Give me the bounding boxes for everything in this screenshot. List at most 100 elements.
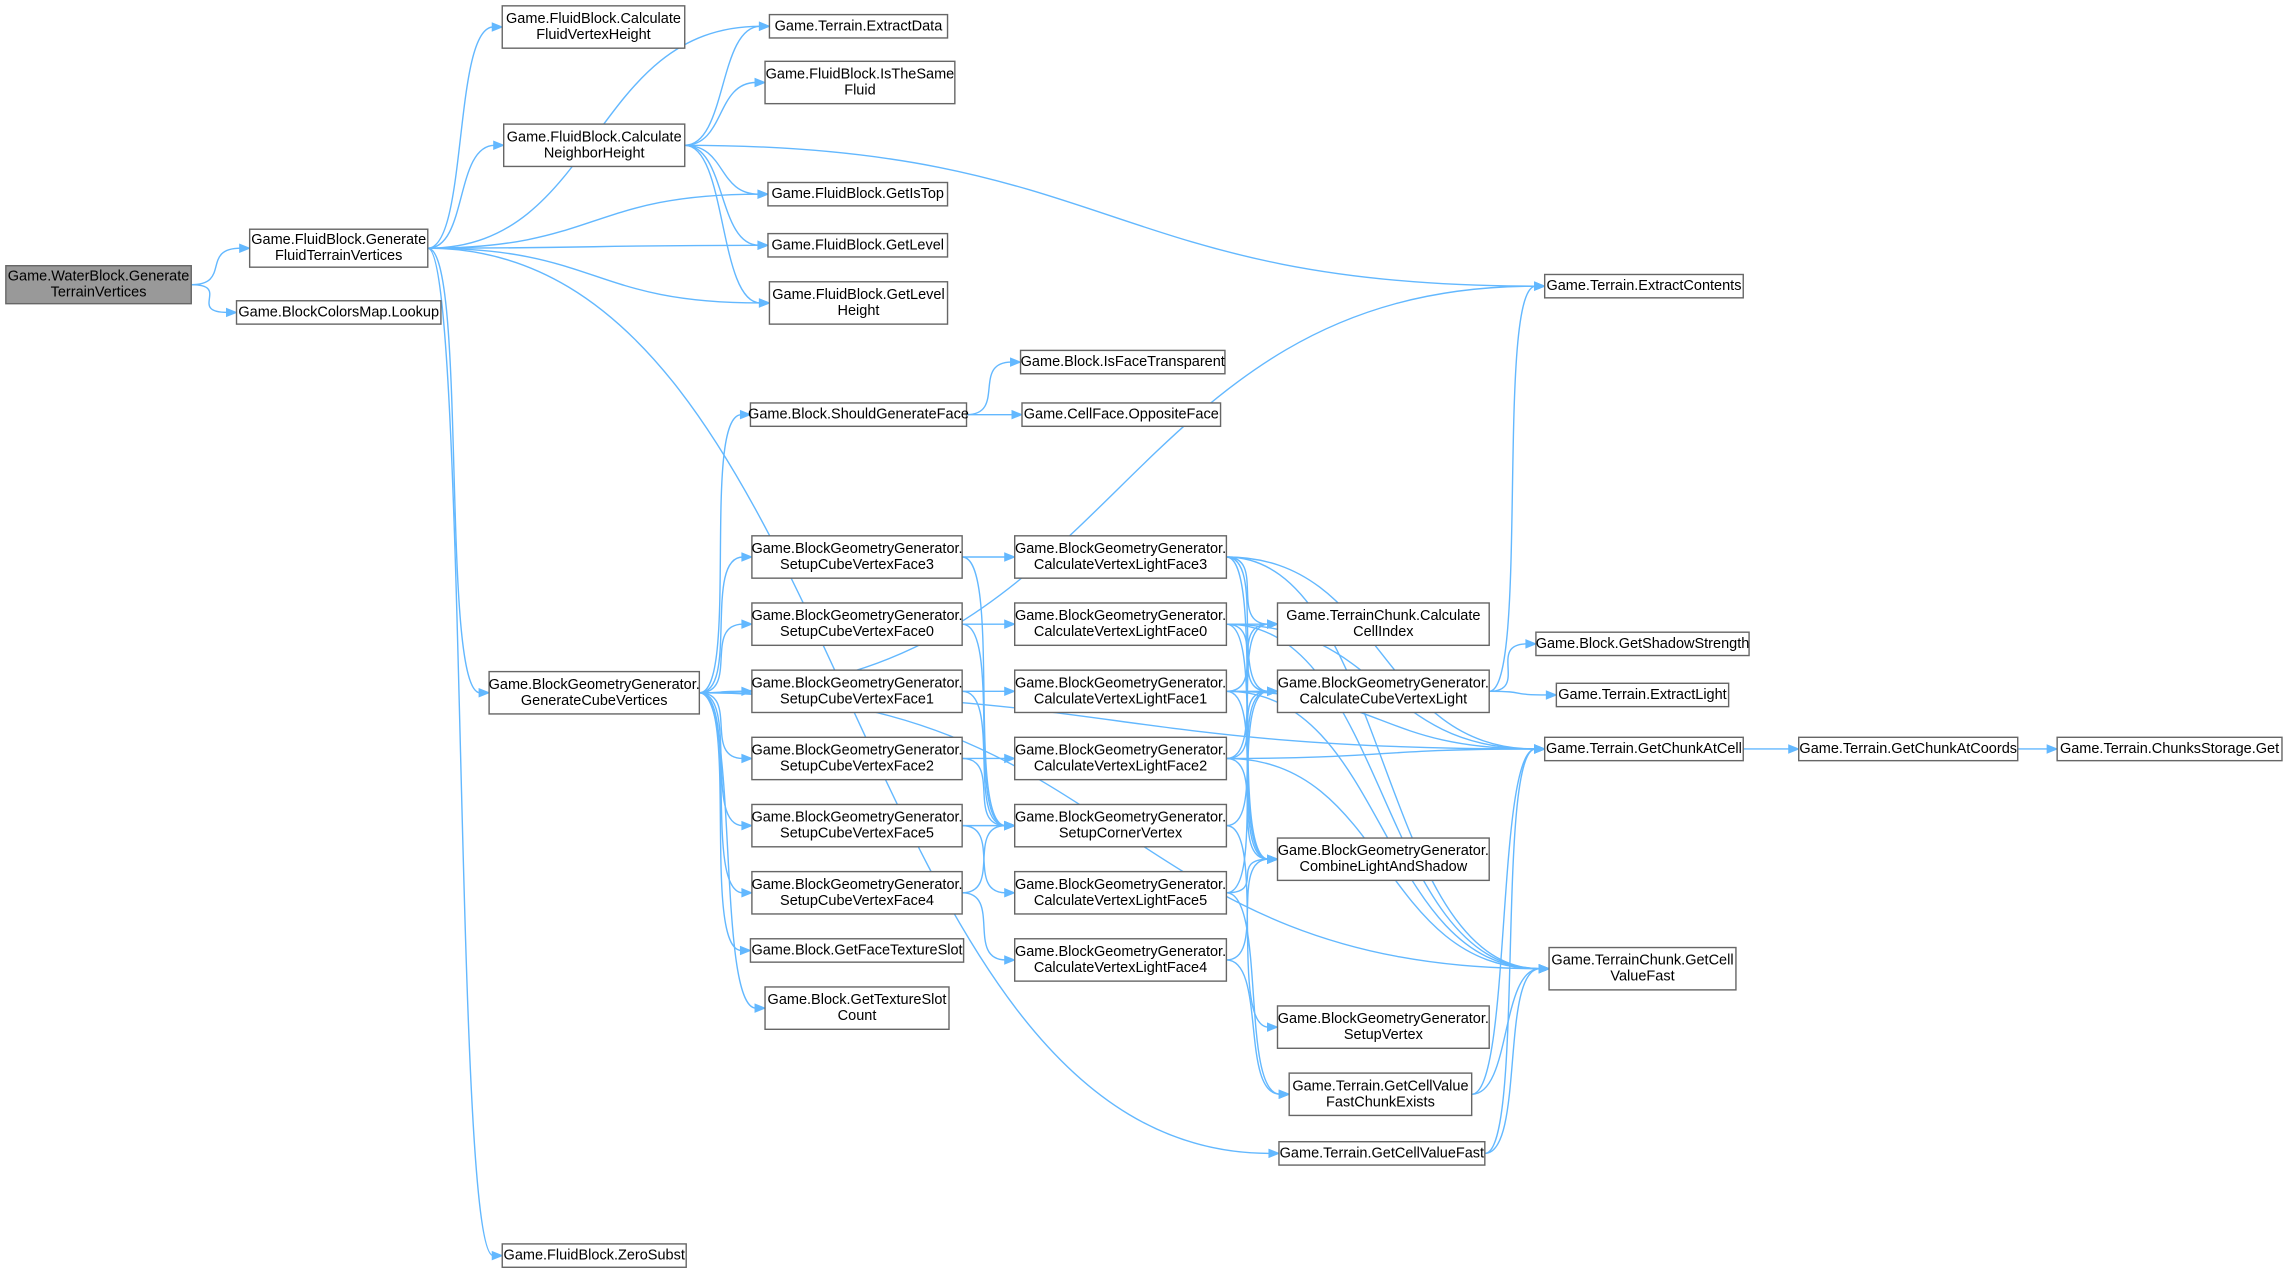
node-game-blockgeometrygenerator-setupcubevertexface3[interactable]: Game.BlockGeometryGenerator.SetupCubeVer…: [751, 535, 963, 579]
edge-n23-n33: [1226, 556, 1279, 864]
node-game-terrainchunk-getcellvaluefast[interactable]: Game.TerrainChunk.GetCellValueFast: [1548, 946, 1737, 991]
node-game-blockgeometrygenerator-setupcornervertex[interactable]: Game.BlockGeometryGenerator.SetupCornerV…: [1014, 803, 1228, 848]
node-game-blockgeometrygenerator-setupcubevertexface0[interactable]: Game.BlockGeometryGenerator.SetupCubeVer…: [751, 602, 963, 647]
node-game-blockgeometrygenerator-generatecubevertices[interactable]: Game.BlockGeometryGenerator.GenerateCube…: [488, 670, 701, 715]
node-game-blockgeometrygenerator-calculatevertexlightface2[interactable]: Game.BlockGeometryGenerator.CalculateVer…: [1014, 736, 1228, 781]
node-label-line: Game.Terrain.GetCellValueFast: [1280, 1145, 1484, 1161]
node-label-line: Game.Block.GetTextureSlot: [768, 992, 947, 1008]
node-game-blockgeometrygenerator-calculatevertexlightface4[interactable]: Game.BlockGeometryGenerator.CalculateVer…: [1014, 938, 1228, 982]
node-label-line: SetupCubeVertexFace1: [780, 691, 934, 707]
node-label-line: SetupCubeVertexFace3: [780, 557, 934, 573]
node-label-line: Game.WaterBlock.Generate: [8, 269, 190, 285]
node-label-line: Game.Block.GetFaceTextureSlot: [751, 942, 962, 958]
node-game-blockgeometrygenerator-calculatecubevertexlight[interactable]: Game.BlockGeometryGenerator.CalculateCub…: [1276, 669, 1490, 714]
node-game-terrain-extractcontents[interactable]: Game.Terrain.ExtractContents: [1543, 273, 1744, 299]
edge-n29-n35: [1226, 959, 1291, 1100]
node-label-line: Game.BlockGeometryGenerator.: [1278, 843, 1489, 859]
node-game-fluidblock-generatefluidterrainvertices[interactable]: Game.FluidBlock.GenerateFluidTerrainVert…: [248, 228, 429, 268]
node-game-block-isfacetransparent[interactable]: Game.Block.IsFaceTransparent: [1019, 349, 1226, 375]
edge-n14-n24: [962, 619, 1017, 629]
node-label-line: Game.FluidBlock.Calculate: [507, 129, 682, 145]
node-label-line: CalculateVertexLightFace1: [1034, 691, 1207, 707]
node-game-terrain-getcellvaluefast[interactable]: Game.Terrain.GetCellValueFast: [1278, 1141, 1486, 1166]
node-label-line: Game.BlockGeometryGenerator.: [1015, 608, 1226, 624]
edge-n32-n37: [1489, 639, 1538, 693]
node-game-fluidblock-getlevel[interactable]: Game.FluidBlock.GetLevel: [767, 232, 949, 258]
node-label-line: CalculateVertexLightFace5: [1034, 893, 1207, 909]
edge-n26-n32: [1226, 686, 1279, 760]
node-label-line: Game.TerrainChunk.Calculate: [1286, 608, 1480, 624]
edge-n23-n39: [1226, 556, 1547, 754]
node-label-line: CellIndex: [1353, 624, 1414, 640]
node-game-blockgeometrygenerator-calculatevertexlightface1[interactable]: Game.BlockGeometryGenerator.CalculateVer…: [1014, 669, 1228, 714]
node-label-line: Game.BlockGeometryGenerator.: [1278, 675, 1489, 691]
node-game-blockgeometrygenerator-setupcubevertexface2[interactable]: Game.BlockGeometryGenerator.SetupCubeVer…: [751, 736, 963, 781]
edge-n13-n23: [962, 552, 1017, 562]
node-game-blockcolorsmap-lookup[interactable]: Game.BlockColorsMap.Lookup: [235, 300, 442, 325]
node-label-line: Game.FluidBlock.Calculate: [506, 11, 681, 27]
node-label-line: Game.FluidBlock.GetIsTop: [772, 186, 944, 202]
edge-n24-n33: [1226, 623, 1279, 864]
edge-n14-n27: [962, 623, 1017, 831]
node-game-terrain-extractdata[interactable]: Game.Terrain.ExtractData: [768, 13, 949, 39]
node-game-terrain-chunksstorage-get[interactable]: Game.Terrain.ChunksStorage.Get: [2056, 736, 2283, 762]
node-game-fluidblock-zerosubst[interactable]: Game.FluidBlock.ZeroSubst: [501, 1243, 687, 1268]
node-label-line: GenerateCubeVertices: [521, 693, 668, 709]
node-game-block-getshadowstrength[interactable]: Game.Block.GetShadowStrength: [1535, 631, 1750, 657]
node-label-line: Game.FluidBlock.Generate: [251, 232, 426, 248]
node-game-blockgeometrygenerator-calculatevertexlightface0[interactable]: Game.BlockGeometryGenerator.CalculateVer…: [1014, 602, 1228, 647]
node-label-line: Height: [838, 303, 880, 319]
edge-n1-n11: [427, 247, 771, 308]
node-game-blockgeometrygenerator-setupcubevertexface5[interactable]: Game.BlockGeometryGenerator.SetupCubeVer…: [751, 803, 963, 848]
node-label-line: CalculateVertexLightFace0: [1034, 624, 1207, 640]
node-game-blockgeometrygenerator-setupvertex[interactable]: Game.BlockGeometryGenerator.SetupVertex: [1276, 1005, 1490, 1049]
edge-n0-n2: [191, 284, 238, 318]
node-game-terrain-getchunkatcell[interactable]: Game.Terrain.GetChunkAtCell: [1543, 736, 1744, 762]
edge-n5-n18: [699, 692, 754, 898]
edge-n36-n40: [1484, 963, 1551, 1155]
node-game-fluidblock-calculatefluidvertexheight[interactable]: Game.FluidBlock.CalculateFluidVertexHeig…: [501, 5, 686, 49]
edge-n16-n26: [962, 753, 1017, 764]
edge-n18-n29: [962, 892, 1017, 965]
edge-n0-n1: [191, 243, 252, 286]
edge-n5-n14: [699, 619, 754, 694]
node-label-line: Game.BlockGeometryGenerator.: [751, 877, 962, 893]
node-label-line: Game.Terrain.ChunksStorage.Get: [2060, 741, 2279, 757]
node-game-blockgeometrygenerator-calculatevertexlightface5[interactable]: Game.BlockGeometryGenerator.CalculateVer…: [1014, 870, 1228, 915]
node-label-line: FluidVertexHeight: [536, 27, 650, 43]
node-game-blockgeometrygenerator-combinelightandshadow[interactable]: Game.BlockGeometryGenerator.CombineLight…: [1276, 837, 1490, 882]
node-game-blockgeometrygenerator-setupcubevertexface1[interactable]: Game.BlockGeometryGenerator.SetupCubeVer…: [751, 669, 963, 714]
node-label-line: Game.BlockColorsMap.Lookup: [238, 304, 439, 320]
edge-n27-n34: [1226, 824, 1279, 1032]
node-label-line: SetupVertex: [1344, 1027, 1424, 1043]
node-game-terrain-getchunkatcoords[interactable]: Game.Terrain.GetChunkAtCoords: [1798, 736, 2019, 762]
node-game-blockgeometrygenerator-setupcubevertexface4[interactable]: Game.BlockGeometryGenerator.SetupCubeVer…: [751, 870, 963, 915]
node-game-fluidblock-getistop[interactable]: Game.FluidBlock.GetIsTop: [767, 181, 949, 207]
node-game-block-shouldgenerateface[interactable]: Game.Block.ShouldGenerateFace: [748, 402, 969, 428]
edge-n17-n28: [962, 824, 1017, 898]
node-label-line: Game.Block.IsFaceTransparent: [1021, 354, 1225, 370]
node-label-line: CalculateCubeVertexLight: [1300, 691, 1468, 707]
node-label-line: Fluid: [844, 82, 875, 98]
node-label-line: Game.BlockGeometryGenerator.: [1015, 541, 1226, 557]
node-label-line: Game.FluidBlock.GetLevel: [772, 287, 944, 303]
edge-n4-n30: [684, 144, 1547, 291]
edge-n23-n31: [1226, 556, 1279, 629]
node-game-terrain-extractlight[interactable]: Game.Terrain.ExtractLight: [1555, 682, 1730, 708]
node-label-line: Game.Terrain.GetChunkAtCell: [1546, 741, 1742, 757]
node-game-cellface-oppositeface[interactable]: Game.CellFace.OppositeFace: [1021, 402, 1222, 428]
edge-n1-n5: [427, 247, 491, 698]
node-game-blockgeometrygenerator-calculatevertexlightface3[interactable]: Game.BlockGeometryGenerator.CalculateVer…: [1014, 535, 1228, 579]
node-game-block-getfacetextureslot[interactable]: Game.Block.GetFaceTextureSlot: [749, 938, 965, 963]
node-label-line: Game.FluidBlock.GetLevel: [772, 237, 944, 253]
node-label-line: SetupCornerVertex: [1059, 826, 1183, 842]
node-label-line: Game.BlockGeometryGenerator.: [1015, 810, 1226, 826]
